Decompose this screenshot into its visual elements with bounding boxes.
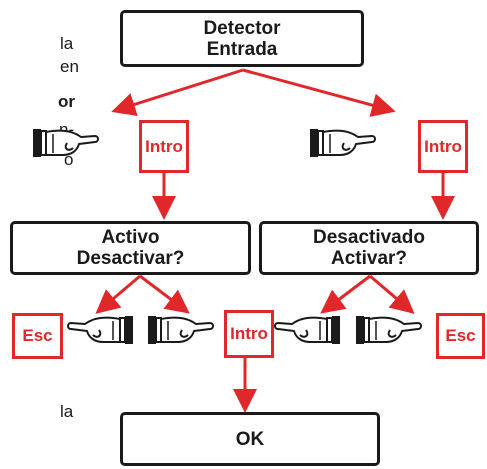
ok-label: OK [235,428,265,450]
desactivado-box: Desactivado Activar? [259,221,479,275]
arrow-activo-right [139,274,190,314]
intro-key-left: Intro [139,120,189,173]
esc-key-left: Esc [12,313,63,359]
side-text-la-bottom: la [60,402,74,421]
desactivado-line-1: Desactivado [313,227,425,248]
side-text-la: la [60,34,74,53]
side-text-o: o [64,150,74,169]
activo-line-2: Desactivar? [76,248,185,269]
pointing-hand-icon [309,128,376,158]
side-text-en: en [60,57,79,76]
desactivado-line-2: Activar? [330,248,408,269]
pointing-hand-icon [355,315,422,345]
arrow-desactivado-left [320,274,371,314]
side-text-or: or [58,92,75,111]
pointing-hand-icon [147,315,214,345]
detector-entrada-box: Detector Entrada [120,10,364,67]
pointing-hand-icon [274,315,341,345]
arrow-detector-to-left [111,68,244,116]
intro-key-right: Intro [418,120,468,173]
pointing-hand-icon [67,315,134,345]
intro-key-bottom: Intro [224,310,274,358]
esc-key-right: Esc [436,313,485,359]
activo-box: Activo Desactivar? [10,221,251,275]
detector-line-2: Entrada [206,38,278,60]
ok-box: OK [120,412,380,466]
arrow-activo-left [95,274,141,314]
arrow-desactivado-right [369,274,415,314]
activo-line-1: Activo [101,227,160,248]
pointing-hand-icon [32,128,99,158]
arrow-detector-to-right [242,68,396,117]
detector-line-1: Detector [203,17,281,39]
